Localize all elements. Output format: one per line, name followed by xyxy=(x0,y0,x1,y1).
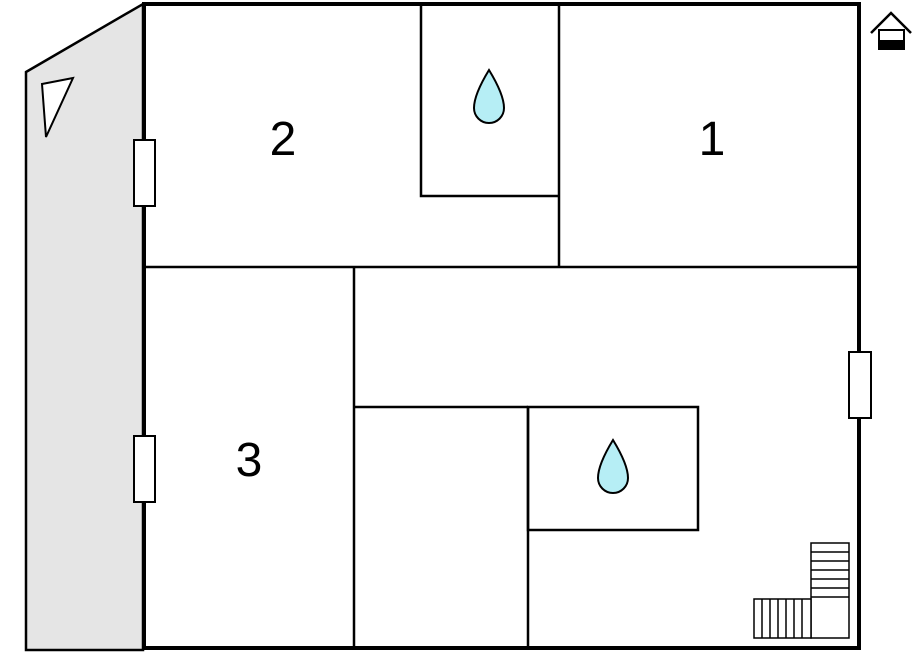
interior-walls xyxy=(144,4,859,648)
window xyxy=(133,435,156,503)
triangle-marker-icon xyxy=(40,76,75,138)
room-label-3: 3 xyxy=(236,434,263,487)
window xyxy=(133,139,156,207)
room-label-2: 2 xyxy=(270,113,297,166)
water-drop-icon xyxy=(472,68,506,124)
house-icon xyxy=(870,11,912,50)
windows xyxy=(133,139,872,503)
room-label-1: 1 xyxy=(699,113,726,166)
stairs-icon xyxy=(753,542,850,639)
window xyxy=(848,351,872,419)
water-drop-icon xyxy=(596,438,630,494)
